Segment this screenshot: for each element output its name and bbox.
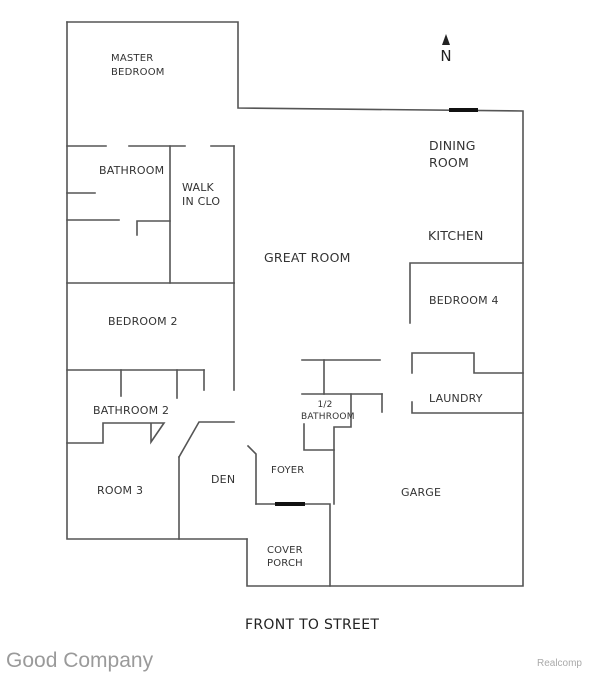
label-line: BEDROOM bbox=[111, 67, 165, 78]
room-label-half-bathroom: 1/2 BATHROOM bbox=[301, 399, 355, 423]
room-label-kitchen: KITCHEN bbox=[428, 227, 484, 244]
label-line: DINING bbox=[429, 138, 476, 153]
room-label-great-room: GREAT ROOM bbox=[264, 249, 351, 266]
label-line: BATHROOM bbox=[301, 412, 355, 422]
label-line: GREAT ROOM bbox=[264, 250, 351, 265]
room-label-room-3: ROOM 3 bbox=[97, 482, 143, 499]
room-label-bedroom-2: BEDROOM 2 bbox=[108, 313, 178, 330]
label-line: COVER bbox=[267, 545, 303, 556]
room-label-bathroom-2: BATHROOM 2 bbox=[93, 402, 169, 419]
street-label: FRONT TO STREET bbox=[245, 617, 380, 633]
label-line: MASTER bbox=[111, 53, 154, 64]
label-line: GARGE bbox=[401, 486, 442, 499]
label-line: LAUNDRY bbox=[429, 392, 483, 405]
room-label-garage: GARGE bbox=[401, 484, 441, 501]
room-label-dining-room: DINING ROOM bbox=[429, 137, 476, 171]
label-line: DEN bbox=[211, 473, 236, 486]
room-label-laundry: LAUNDRY bbox=[429, 390, 483, 407]
label-line: KITCHEN bbox=[428, 228, 484, 243]
label-line: BEDROOM 2 bbox=[108, 315, 178, 328]
room-label-bathroom: BATHROOM bbox=[99, 162, 164, 179]
watermark-left: Good Company bbox=[6, 649, 154, 672]
label-line: BATHROOM 2 bbox=[93, 404, 170, 417]
compass-label: N bbox=[440, 47, 452, 65]
label-line: PORCH bbox=[267, 558, 303, 569]
label-line: ROOM bbox=[429, 155, 469, 170]
label-line: BATHROOM bbox=[99, 164, 165, 177]
north-arrow-icon bbox=[442, 34, 450, 45]
room-label-master-bedroom: MASTER BEDROOM bbox=[111, 52, 165, 80]
room-label-den: DEN bbox=[211, 471, 235, 488]
interior-walls bbox=[66, 145, 524, 587]
room-label-bedroom-4: BEDROOM 4 bbox=[429, 292, 499, 309]
label-line: BEDROOM 4 bbox=[429, 294, 499, 307]
label-line: IN CLO bbox=[182, 195, 221, 208]
room-label-cover-porch: COVER PORCH bbox=[267, 544, 303, 570]
label-line: WALK bbox=[182, 181, 214, 194]
label-line: FOYER bbox=[271, 465, 305, 476]
north-compass: N bbox=[437, 34, 455, 64]
label-line: 1/2 bbox=[317, 400, 333, 410]
label-line: ROOM 3 bbox=[97, 484, 144, 497]
watermark-right: Realcomp bbox=[536, 658, 582, 669]
room-label-foyer: FOYER bbox=[271, 462, 304, 479]
room-label-walk-in-closet: WALK IN CLO bbox=[182, 181, 220, 209]
outer-walls bbox=[66, 21, 524, 587]
